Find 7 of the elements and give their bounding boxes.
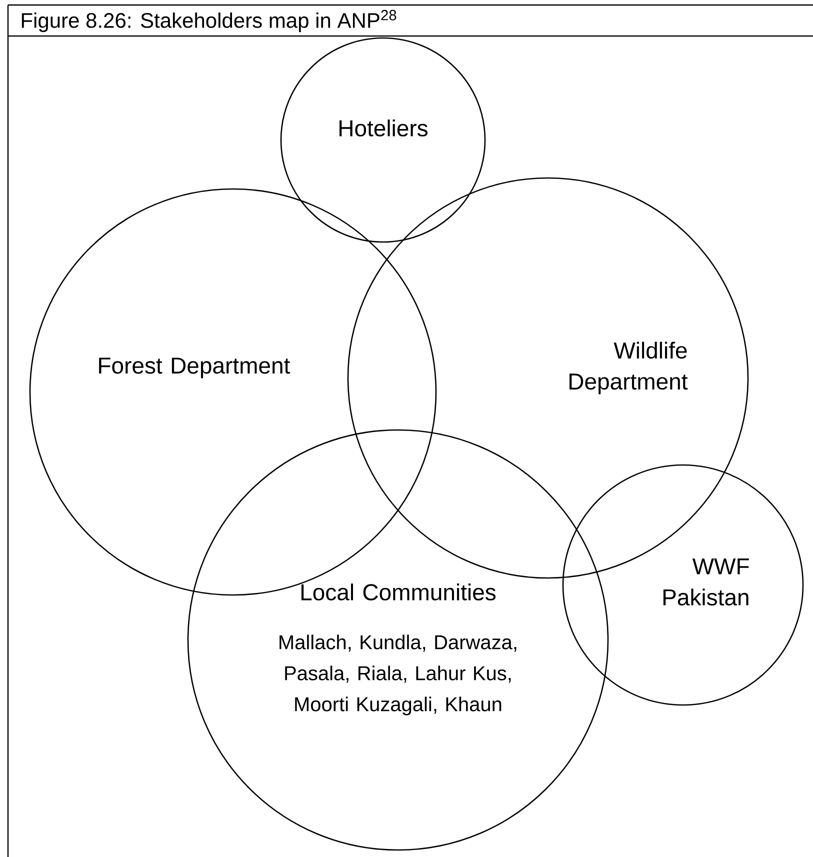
member-list: Mallach, Kundla, Darwaza, Pasala, Riala, Lahur Kus, Moorti Kuzagali, Khaun: [280, 634, 516, 716]
circle-label: Local Communities: [301, 584, 496, 600]
circle-label: Hoteliers: [340, 120, 428, 136]
circle-label: WWF Pakistan: [663, 558, 749, 606]
circle-label: Forest Department: [99, 358, 290, 378]
figure-title: Figure 8.26: Stakeholders map in ANP$^{28}$: [22, 10, 396, 32]
circle-label: Wildlife Department: [570, 342, 688, 394]
